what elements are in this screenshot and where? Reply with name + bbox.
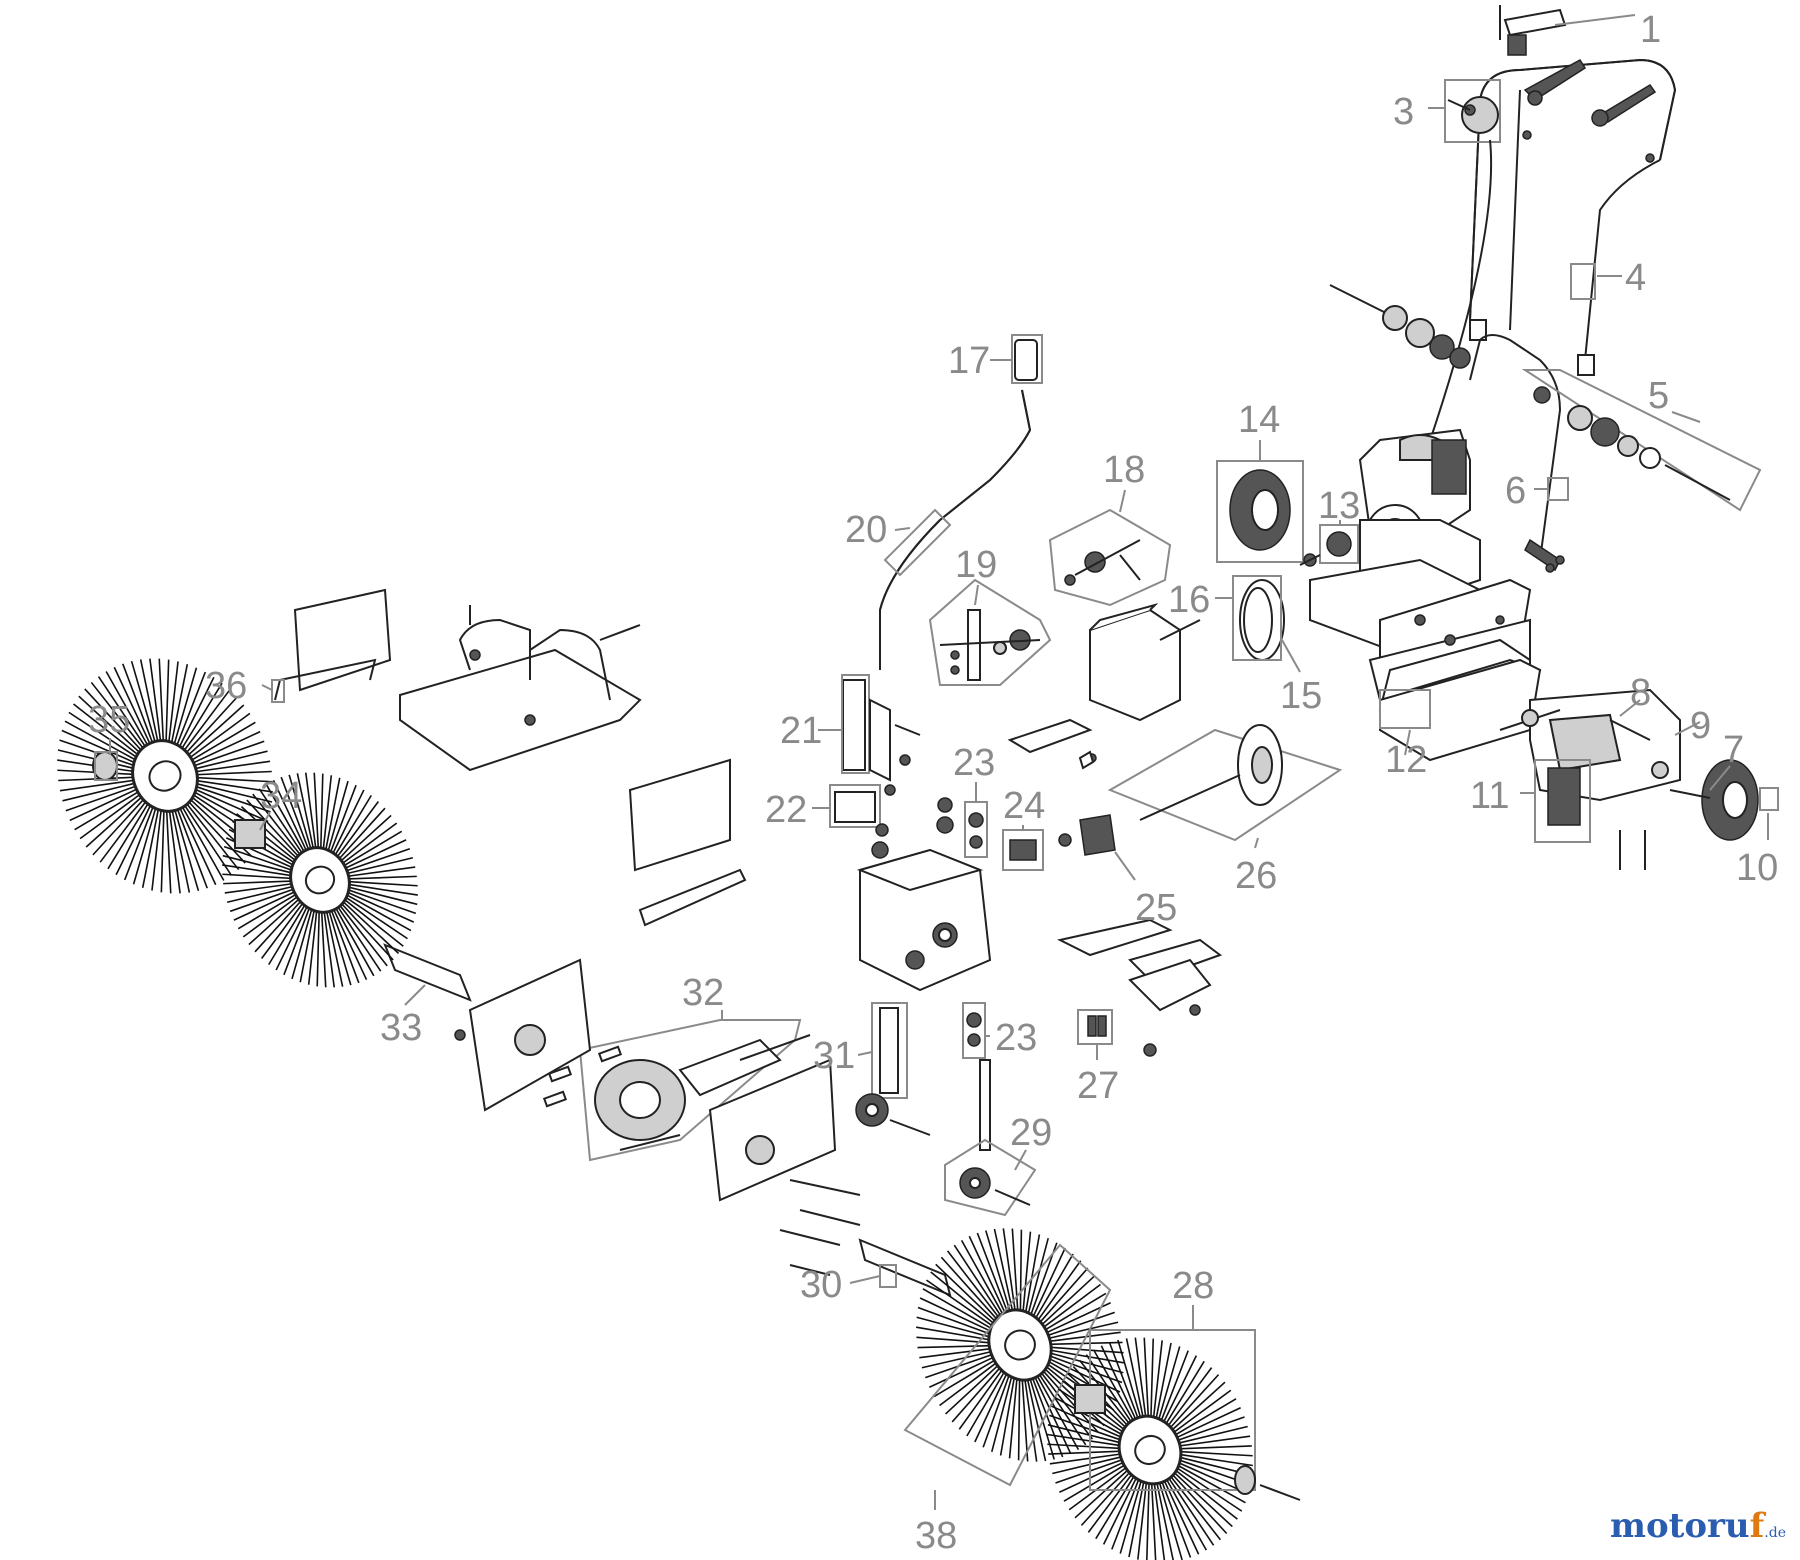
callout-10: 10 [1736, 847, 1778, 889]
callout-7: 7 [1723, 729, 1744, 771]
callout-3: 3 [1393, 91, 1414, 133]
callout-31: 31 [813, 1035, 855, 1077]
callout-29: 29 [1010, 1112, 1052, 1154]
callout-8: 8 [1630, 672, 1651, 714]
callout-32: 32 [682, 972, 724, 1014]
callout-9: 9 [1690, 705, 1711, 747]
callout-24: 24 [1003, 785, 1045, 827]
handlebar-assembly [1419, 5, 1677, 471]
lever-bracket-assembly [829, 674, 921, 828]
callout-5: 5 [1648, 375, 1669, 417]
callout-11: 11 [1470, 775, 1509, 817]
bracket-assembly-19 [928, 578, 1052, 686]
bolt-28 [1259, 1484, 1301, 1501]
callout-numbers: 1 3 4 5 6 7 8 9 10 11 12 13 14 15 16 17 … [88, 9, 1778, 1557]
callout-13: 13 [1318, 485, 1360, 527]
callout-28: 28 [1172, 1265, 1214, 1307]
callout-25: 25 [1135, 887, 1177, 929]
washer-28 [1234, 1465, 1256, 1495]
brush-38 [916, 1228, 1124, 1462]
callout-19: 19 [955, 544, 997, 586]
callout-14: 14 [1238, 399, 1280, 441]
transmission-assembly [1499, 688, 1779, 870]
handle-mount-assembly [1329, 284, 1762, 573]
callout-22: 22 [765, 789, 807, 831]
center-gearbox-assembly [856, 724, 1343, 1059]
plate-assembly-27 [1057, 918, 1223, 1057]
callout-27: 27 [1077, 1065, 1119, 1107]
leader-lines [109, 14, 1769, 1510]
callout-6: 6 [1505, 470, 1526, 512]
callout-1: 1 [1640, 9, 1661, 51]
hub-35 [92, 751, 118, 781]
callout-34: 34 [260, 775, 302, 817]
callout-26: 26 [1235, 855, 1277, 897]
box-35 [94, 751, 118, 781]
fuel-tank-assembly [1007, 508, 1201, 770]
brush-28-box [1089, 1329, 1256, 1491]
brand-part2: f [1749, 1506, 1765, 1546]
brand-part1: motoru [1609, 1506, 1750, 1546]
brush-38-box [903, 1243, 1112, 1487]
brush-disks [57, 658, 1301, 1560]
drive-gearbox-assembly [578, 1019, 811, 1162]
callout-23-upper: 23 [953, 742, 995, 784]
callout-33: 33 [380, 1007, 422, 1049]
callout-35: 35 [88, 699, 130, 741]
control-lever-assembly [879, 334, 1043, 670]
callout-38: 38 [915, 1515, 957, 1557]
callout-30: 30 [800, 1264, 842, 1306]
callout-12: 12 [1385, 739, 1427, 781]
callout-4: 4 [1625, 257, 1646, 299]
callout-23-lower: 23 [995, 1017, 1037, 1059]
collar-38 [1074, 1384, 1106, 1414]
callout-18: 18 [1103, 449, 1145, 491]
brush-28 [1047, 1337, 1253, 1560]
callout-20: 20 [845, 509, 887, 551]
callout-15: 15 [1280, 675, 1322, 717]
brand-part3: .de [1764, 1525, 1786, 1541]
callout-21: 21 [780, 710, 822, 752]
engine-assembly [1216, 428, 1481, 661]
side-plates [468, 958, 861, 1276]
collar-34 [234, 819, 266, 849]
callout-36: 36 [205, 665, 247, 707]
support-arm-assembly [855, 1002, 1037, 1217]
brush-34-disk [222, 772, 418, 988]
callout-17: 17 [948, 340, 990, 382]
callout-16: 16 [1168, 579, 1210, 621]
covers-and-handle [271, 588, 747, 927]
brand-logo: motoruf.de [1610, 1506, 1786, 1546]
frame-chassis [1309, 558, 1542, 762]
